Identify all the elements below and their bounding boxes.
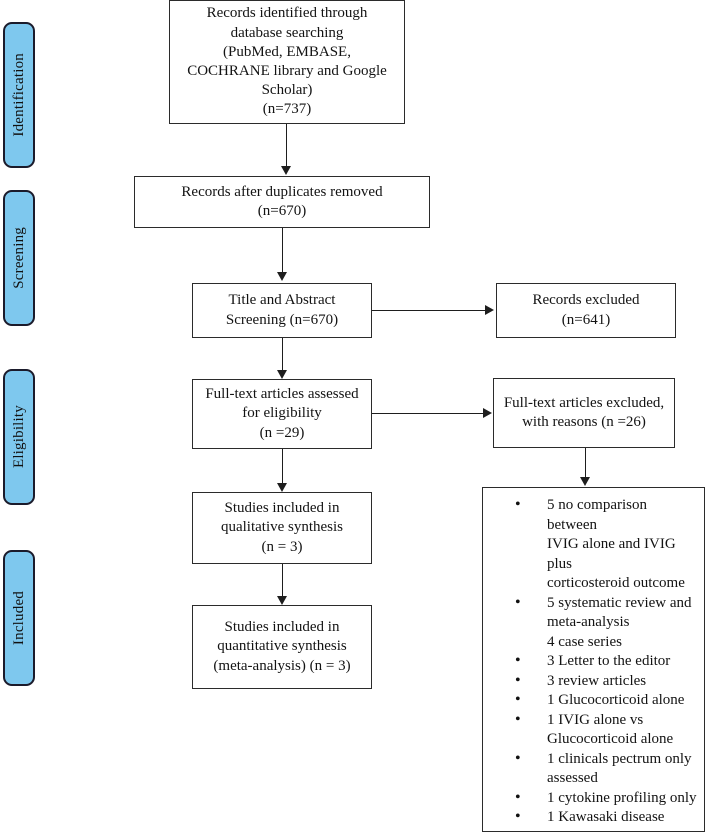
exclusion-reason-item: 1 IVIG alone vs Glucocorticoid alone (489, 710, 698, 750)
box-fulltext-assessed-text: Full-text articles assessed for eligibil… (205, 386, 359, 441)
exclusion-reason-item: 1 outcome not assessed, only demographic… (489, 827, 698, 832)
box-exclusion-reasons: 5 no comparison between IVIG alone and I… (482, 487, 705, 832)
stage-included: Included (3, 550, 35, 686)
connector-fulltext-to-qualitative (282, 449, 283, 485)
box-fulltext-assessed: Full-text articles assessed for eligibil… (192, 379, 372, 449)
exclusion-reasons-list: 5 no comparison between IVIG alone and I… (489, 495, 698, 832)
connector-screening-to-fulltext (282, 338, 283, 372)
connector-duplicates-to-screening (282, 228, 283, 274)
stage-included-label: Included (10, 590, 27, 646)
arrowhead-excluded-to-reasons (580, 477, 590, 486)
connector-identified-to-duplicates (286, 124, 287, 168)
box-records-excluded-text: Records excluded (n=641) (532, 292, 640, 328)
connector-fulltext-to-excluded (372, 413, 484, 414)
arrowhead-fulltext-to-excluded (483, 408, 492, 418)
exclusion-reason-item: 3 Letter to the editor (489, 651, 698, 672)
exclusion-reason-item: 5 systematic review and meta-analysis (489, 593, 698, 633)
stage-eligibility-label: Eligibility (10, 405, 27, 469)
exclusion-reason-item: 1 cytokine profiling only (489, 788, 698, 809)
box-title-abstract-screening-text: Title and Abstract Screening (n=670) (225, 292, 339, 328)
stage-identification-label: Identification (10, 53, 27, 137)
connector-qualitative-to-quantitative (282, 564, 283, 598)
stage-screening-label: Screening (10, 227, 27, 289)
stage-identification: Identification (3, 22, 35, 168)
exclusion-reason-item: 1 Glucocorticoid alone (489, 690, 698, 711)
exclusion-reason-item: 1 clinicals pectrum only assessed (489, 749, 698, 789)
connector-screening-to-excluded (372, 310, 487, 311)
stage-eligibility: Eligibility (3, 369, 35, 505)
box-records-after-duplicates: Records after duplicates removed (n=670) (134, 176, 430, 228)
box-records-identified: Records identified through database sear… (169, 0, 405, 124)
box-qualitative-synthesis: Studies included in qualitative synthesi… (192, 492, 372, 564)
box-title-abstract-screening: Title and Abstract Screening (n=670) (192, 283, 372, 338)
arrowhead-screening-to-excluded (485, 305, 494, 315)
exclusion-reason-item: 5 no comparison between IVIG alone and I… (489, 495, 698, 594)
connector-excluded-to-reasons (585, 448, 586, 479)
box-records-identified-text: Records identified through database sear… (187, 5, 387, 118)
exclusion-reason-item: 1 Kawasaki disease (489, 807, 698, 828)
exclusion-reason-item: 3 review articles (489, 671, 698, 692)
box-records-after-duplicates-text: Records after duplicates removed (n=670) (181, 183, 383, 219)
arrowhead-screening-to-fulltext (277, 370, 287, 379)
exclusion-reason-item: 4 case series (547, 633, 622, 650)
box-fulltext-excluded: Full-text articles excluded, with reason… (493, 378, 675, 448)
arrowhead-identified-to-duplicates (281, 166, 291, 175)
box-qualitative-synthesis-text: Studies included in qualitative synthesi… (220, 500, 344, 555)
box-fulltext-excluded-text: Full-text articles excluded, with reason… (503, 394, 665, 430)
arrowhead-qualitative-to-quantitative (277, 596, 287, 605)
stage-screening: Screening (3, 190, 35, 326)
box-quantitative-synthesis: Studies included in quantitative synthes… (192, 605, 372, 689)
box-records-excluded: Records excluded (n=641) (496, 283, 676, 338)
arrowhead-duplicates-to-screening (277, 272, 287, 281)
arrowhead-fulltext-to-qualitative (277, 483, 287, 492)
box-quantitative-synthesis-text: Studies included in quantitative synthes… (213, 619, 351, 674)
